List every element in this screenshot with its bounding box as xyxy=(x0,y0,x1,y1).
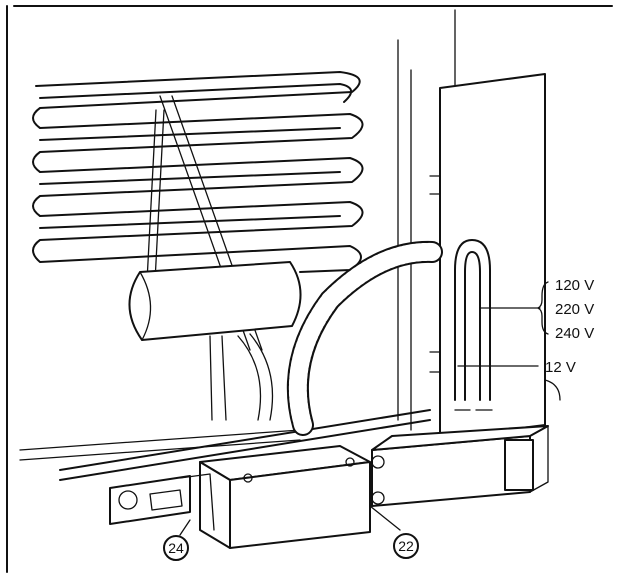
callout-24: 24 xyxy=(168,540,184,556)
switch-box xyxy=(199,445,385,549)
callout-22-circle xyxy=(393,533,419,559)
label-120v: 120 V xyxy=(555,277,594,294)
leader-lines xyxy=(179,281,549,536)
flexible-conduit xyxy=(286,240,443,436)
label-220v: 220 V xyxy=(555,301,594,318)
callout-22: 22 xyxy=(398,538,414,554)
mounting-bracket xyxy=(109,473,215,531)
cover-plate xyxy=(429,73,561,439)
callout-24-circle xyxy=(163,535,189,561)
condenser-coil xyxy=(32,71,364,351)
tank-cylinder xyxy=(128,261,302,421)
terminal-block xyxy=(371,425,549,507)
heater-element xyxy=(454,239,493,411)
base-rail xyxy=(19,409,431,481)
label-240v: 240 V xyxy=(555,325,594,342)
label-12v: 12 V xyxy=(545,359,576,376)
